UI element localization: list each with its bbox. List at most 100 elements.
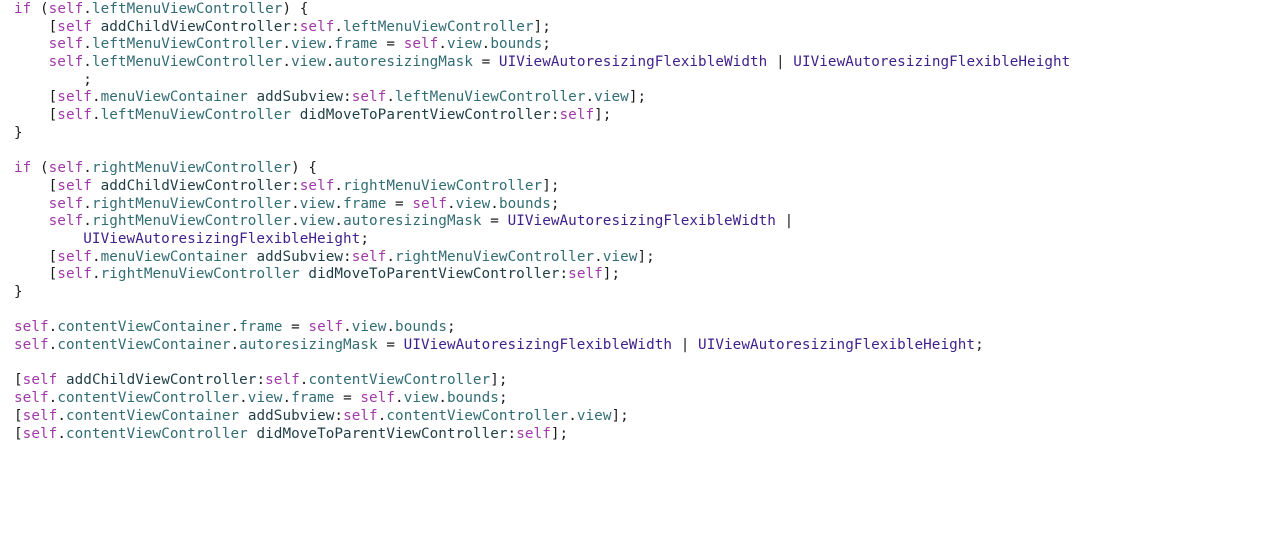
code-line: [self.menuViewContainer addSubview:self.… xyxy=(14,89,1070,107)
code-token-prop: rightMenuViewController xyxy=(100,266,300,283)
code-token-plain: ( xyxy=(31,1,49,17)
code-token-self: self xyxy=(351,89,387,106)
code-token-self: self xyxy=(57,248,92,265)
code-token-prop: autoresizingMask xyxy=(334,54,473,71)
code-token-plain xyxy=(14,231,83,247)
code-token-const: UIViewAutoresizingFlexibleWidth xyxy=(403,337,673,354)
code-token-plain: . xyxy=(83,160,92,177)
code-token-plain: = xyxy=(386,195,413,212)
code-line: ​ xyxy=(14,302,1070,320)
code-token-method: addSubview xyxy=(247,407,335,424)
code-token-prop: view xyxy=(602,248,638,265)
code-token-plain xyxy=(57,372,66,388)
code-token-plain: . xyxy=(57,407,66,424)
code-token-prop: rightMenuViewController xyxy=(395,248,595,265)
code-token-plain: [ xyxy=(14,177,58,194)
code-token-plain: | xyxy=(775,213,794,230)
code-token-plain: ]; xyxy=(490,372,508,389)
code-token-prop: autoresizingMask xyxy=(239,337,378,354)
code-line: self.contentViewContainer.autoresizingMa… xyxy=(14,337,1070,355)
code-token-method: addChildViewController xyxy=(100,18,292,35)
code-token-plain: . xyxy=(299,372,309,389)
code-token-self: self xyxy=(308,319,344,336)
code-token-self: self xyxy=(22,407,58,424)
code-token-plain: . xyxy=(48,337,58,354)
code-token-plain: ]; xyxy=(550,425,569,442)
code-token-prop: view xyxy=(247,390,283,407)
code-line: if (self.rightMenuViewController) { xyxy=(14,160,1070,178)
code-token-prop: bounds xyxy=(490,36,543,53)
code-token-plain: ]; xyxy=(542,177,560,194)
code-line: [self.contentViewController didMoveToPar… xyxy=(14,426,1070,444)
code-token-plain: . xyxy=(83,195,92,212)
code-token-prop: leftMenuViewController xyxy=(91,54,283,71)
code-token-plain: . xyxy=(291,213,300,230)
code-token-self: self xyxy=(48,195,84,212)
code-token-plain: ; xyxy=(498,390,508,407)
code-token-self: self xyxy=(559,107,595,124)
code-token-method: addSubview xyxy=(256,248,344,265)
code-token-prop: rightMenuViewController xyxy=(91,195,292,212)
code-token-plain: . xyxy=(334,18,344,35)
code-token-plain: = xyxy=(481,213,508,230)
code-token-self: self xyxy=(48,36,84,53)
code-token-plain: = xyxy=(472,54,499,71)
code-token-prop: leftMenuViewController xyxy=(395,89,586,106)
code-token-prop: menuViewContainer xyxy=(100,248,248,265)
code-line: UIViewAutoresizingFlexibleHeight; xyxy=(14,231,1070,249)
code-line: self.leftMenuViewController.view.autores… xyxy=(14,54,1071,72)
code-line: [self addChildViewController:self.conten… xyxy=(14,372,1070,390)
code-token-self: self xyxy=(516,425,551,442)
code-token-self: self xyxy=(299,177,335,194)
code-token-plain: . xyxy=(438,36,447,53)
code-token-const: UIViewAutoresizingFlexibleWidth xyxy=(507,213,776,230)
code-token-plain: . xyxy=(594,248,603,265)
code-token-plain: ; xyxy=(550,195,560,212)
code-token-plain: . xyxy=(230,337,240,354)
code-token-plain xyxy=(14,54,49,70)
code-token-method: didMoveToParentViewController xyxy=(299,107,551,124)
code-token-plain: = xyxy=(282,319,309,336)
code-token-const: UIViewAutoresizingFlexibleHeight xyxy=(698,337,976,354)
code-token-self: self xyxy=(299,18,335,35)
code-token-plain: [ xyxy=(14,425,23,442)
code-token-prop: contentViewController xyxy=(57,390,240,407)
code-listing[interactable]: if (self.leftMenuViewController) { [self… xyxy=(14,1,1070,443)
code-token-self: self xyxy=(14,319,49,336)
code-token-plain: . xyxy=(377,407,387,424)
code-token-prop: leftMenuViewController xyxy=(343,18,534,35)
code-token-plain: . xyxy=(91,89,101,106)
code-token-self: self xyxy=(48,54,84,71)
code-token-prop: rightMenuViewController xyxy=(91,213,292,230)
code-token-prop: bounds xyxy=(395,319,447,336)
code-token-plain: [ xyxy=(14,248,58,265)
code-token-plain: : xyxy=(507,425,517,442)
code-token-prop: frame xyxy=(343,195,387,212)
code-token-prop: view xyxy=(455,195,491,212)
code-token-plain: ; xyxy=(14,71,92,88)
code-token-self: self xyxy=(48,213,84,230)
code-token-plain: : xyxy=(334,407,344,424)
code-token-plain: : xyxy=(291,177,300,194)
code-token-method: addChildViewController xyxy=(100,177,292,194)
code-token-plain: . xyxy=(239,390,248,407)
code-token-plain: . xyxy=(446,195,456,212)
code-token-plain: ]; xyxy=(637,248,655,265)
code-token-plain: . xyxy=(334,195,344,212)
code-token-prop: view xyxy=(299,195,335,212)
code-token-self: self xyxy=(57,18,92,35)
code-token-plain: . xyxy=(291,195,300,212)
code-token-self: self xyxy=(22,372,58,389)
code-token-plain: . xyxy=(568,407,577,424)
code-token-plain: . xyxy=(386,248,396,265)
code-token-prop: view xyxy=(576,407,612,424)
code-token-prop: rightMenuViewController xyxy=(91,160,292,177)
code-token-self: self xyxy=(343,407,378,424)
code-token-plain: ; xyxy=(975,337,984,354)
code-token-plain: ) { xyxy=(291,160,318,177)
code-line: self.rightMenuViewController.view.autore… xyxy=(14,213,1070,231)
code-token-keyword: if xyxy=(14,160,32,177)
code-token-prop: view xyxy=(299,213,335,230)
code-line: self.contentViewContainer.frame = self.v… xyxy=(14,319,1070,337)
